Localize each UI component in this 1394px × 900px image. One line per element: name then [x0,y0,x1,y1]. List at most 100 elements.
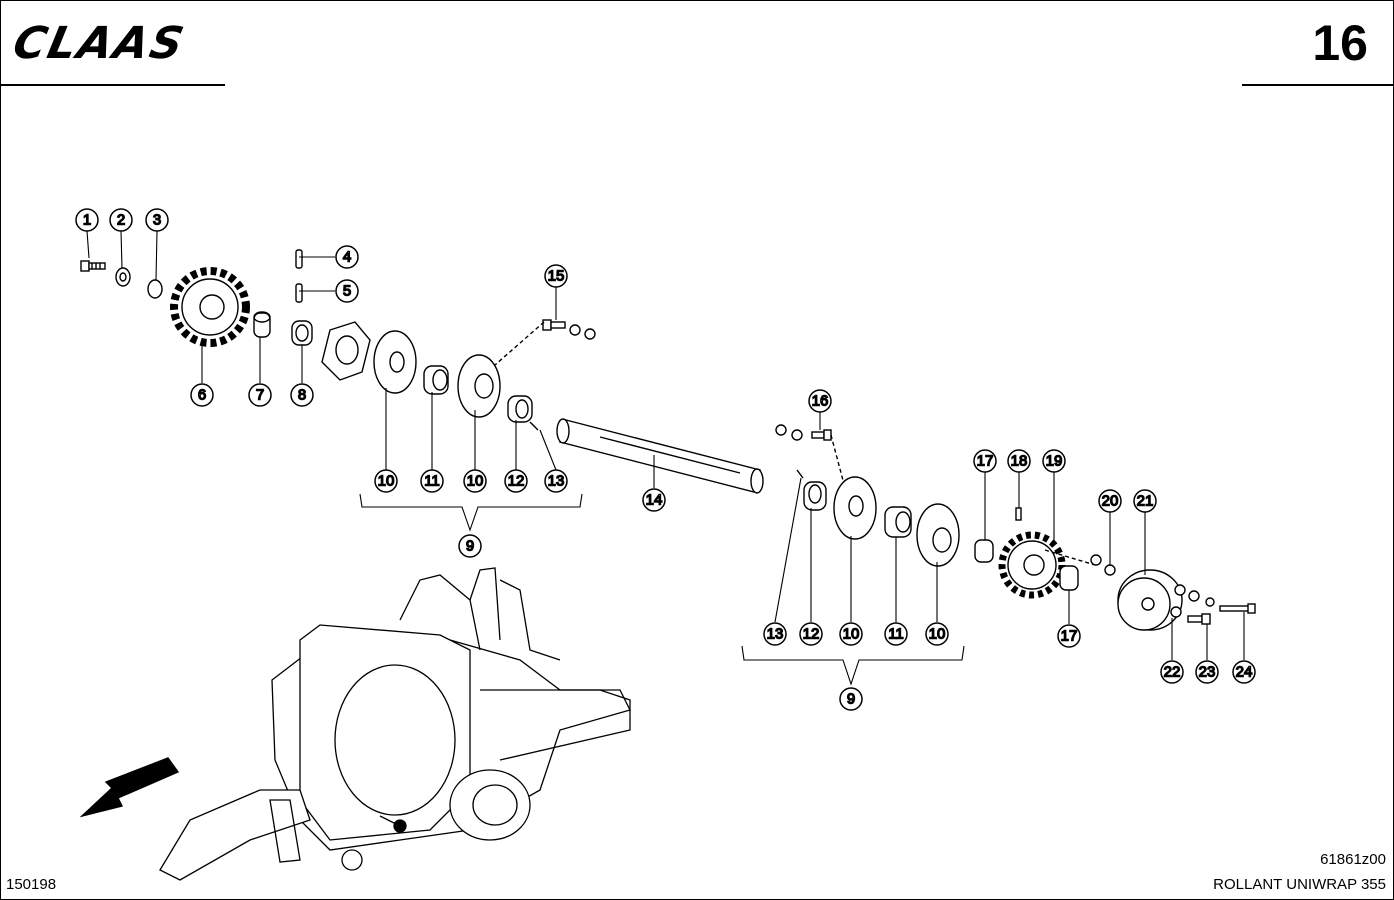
part-screw-13b [796,469,804,479]
header-rule-left [0,84,225,86]
svg-text:17: 17 [977,453,994,470]
callout-12: 12 [799,622,823,646]
callout-17: 17 [1057,624,1081,648]
part-bushing-17a [974,539,994,563]
svg-text:13: 13 [767,626,784,643]
callout-21: 21 [1133,489,1157,513]
callout-19: 19 [1042,449,1066,473]
callout-1: 1 [75,208,99,232]
part-screw-13a [529,421,539,431]
svg-text:23: 23 [1199,664,1216,681]
part-shaft-14 [556,418,764,494]
callout-5: 5 [335,279,359,303]
callout-13: 13 [763,622,787,646]
part-bearing-11a [423,365,449,395]
part-pin-5 [295,283,303,303]
part-bolt-24 [1219,603,1256,614]
svg-text:2: 2 [117,212,125,229]
svg-text:19: 19 [1046,453,1063,470]
part-flange-plate [321,321,371,381]
svg-text:21: 21 [1137,493,1154,510]
svg-text:4: 4 [343,249,351,266]
part-sprocket-19 [998,531,1066,599]
callout-9: 9 [458,534,482,558]
part-ring-3 [147,279,163,299]
part-pin-4 [295,249,303,269]
part-flange-10a [373,330,417,394]
drawing-number: 61861z00 [1320,851,1386,868]
callout-10: 10 [839,622,863,646]
svg-text:22: 22 [1164,664,1181,681]
callout-17: 17 [973,449,997,473]
callout-11: 11 [420,469,444,493]
callout-8: 8 [290,383,314,407]
callout-2: 2 [109,208,133,232]
part-flange-10d [916,503,960,567]
svg-text:11: 11 [424,473,440,490]
callout-7: 7 [248,383,272,407]
svg-text:10: 10 [843,626,860,643]
svg-text:1: 1 [83,212,91,229]
svg-text:9: 9 [466,538,474,555]
part-bolt-23 [1187,613,1211,625]
svg-text:7: 7 [256,387,264,404]
callout-23: 23 [1195,660,1219,684]
part-key-18 [1015,507,1022,521]
callout-13: 13 [544,469,568,493]
callout-20: 20 [1098,489,1122,513]
page-number: 16 [1312,15,1368,71]
svg-text:13: 13 [548,473,565,490]
callout-9: 9 [839,687,863,711]
part-bolt-1 [80,260,106,272]
part-bearing-11b [884,506,912,538]
part-bolt-15 [542,319,596,340]
travel-direction-arrow-icon [79,757,180,818]
part-sprocket-6 [170,267,250,347]
callout-10: 10 [463,469,487,493]
svg-text:14: 14 [646,492,663,509]
leader-lines [86,230,1245,686]
callout-14: 14 [642,488,666,512]
svg-text:3: 3 [153,212,161,229]
part-nuts-22 [1170,584,1215,618]
part-nut-16 [775,424,832,441]
callout-16: 16 [808,389,832,413]
part-flange-10c [833,476,877,540]
callout-18: 18 [1007,449,1031,473]
part-flange-10b [457,354,501,418]
baler-overview-illustration [159,567,631,881]
callout-15: 15 [544,264,568,288]
header-rule-right [1242,84,1394,86]
part-bearing-8 [291,320,313,346]
part-collar-12b [803,481,827,511]
svg-text:24: 24 [1236,664,1253,681]
svg-text:9: 9 [847,691,855,708]
part-bushing-17b [1059,565,1079,591]
svg-text:5: 5 [343,283,351,300]
part-washer-2 [115,267,131,287]
callout-10: 10 [925,622,949,646]
callout-12: 12 [504,469,528,493]
model-name: ROLLANT UNIWRAP 355 [1213,876,1386,893]
svg-text:11: 11 [888,626,904,643]
callout-4: 4 [335,245,359,269]
svg-text:8: 8 [298,387,306,404]
part-hub-21 [1117,569,1183,631]
callout-24: 24 [1232,660,1256,684]
svg-text:16: 16 [812,393,829,410]
svg-text:17: 17 [1061,628,1078,645]
document-id: 150198 [6,876,57,893]
svg-text:6: 6 [198,387,206,404]
callout-6: 6 [190,383,214,407]
svg-text:15: 15 [548,268,565,285]
part-collar-12a [507,395,533,423]
part-bushing-7 [253,311,271,338]
callout-11: 11 [884,622,908,646]
callout-10: 10 [374,469,398,493]
svg-text:20: 20 [1102,493,1119,510]
part-washer-20 [1090,554,1116,576]
callout-3: 3 [145,208,169,232]
svg-text:12: 12 [803,626,820,643]
svg-text:10: 10 [929,626,946,643]
